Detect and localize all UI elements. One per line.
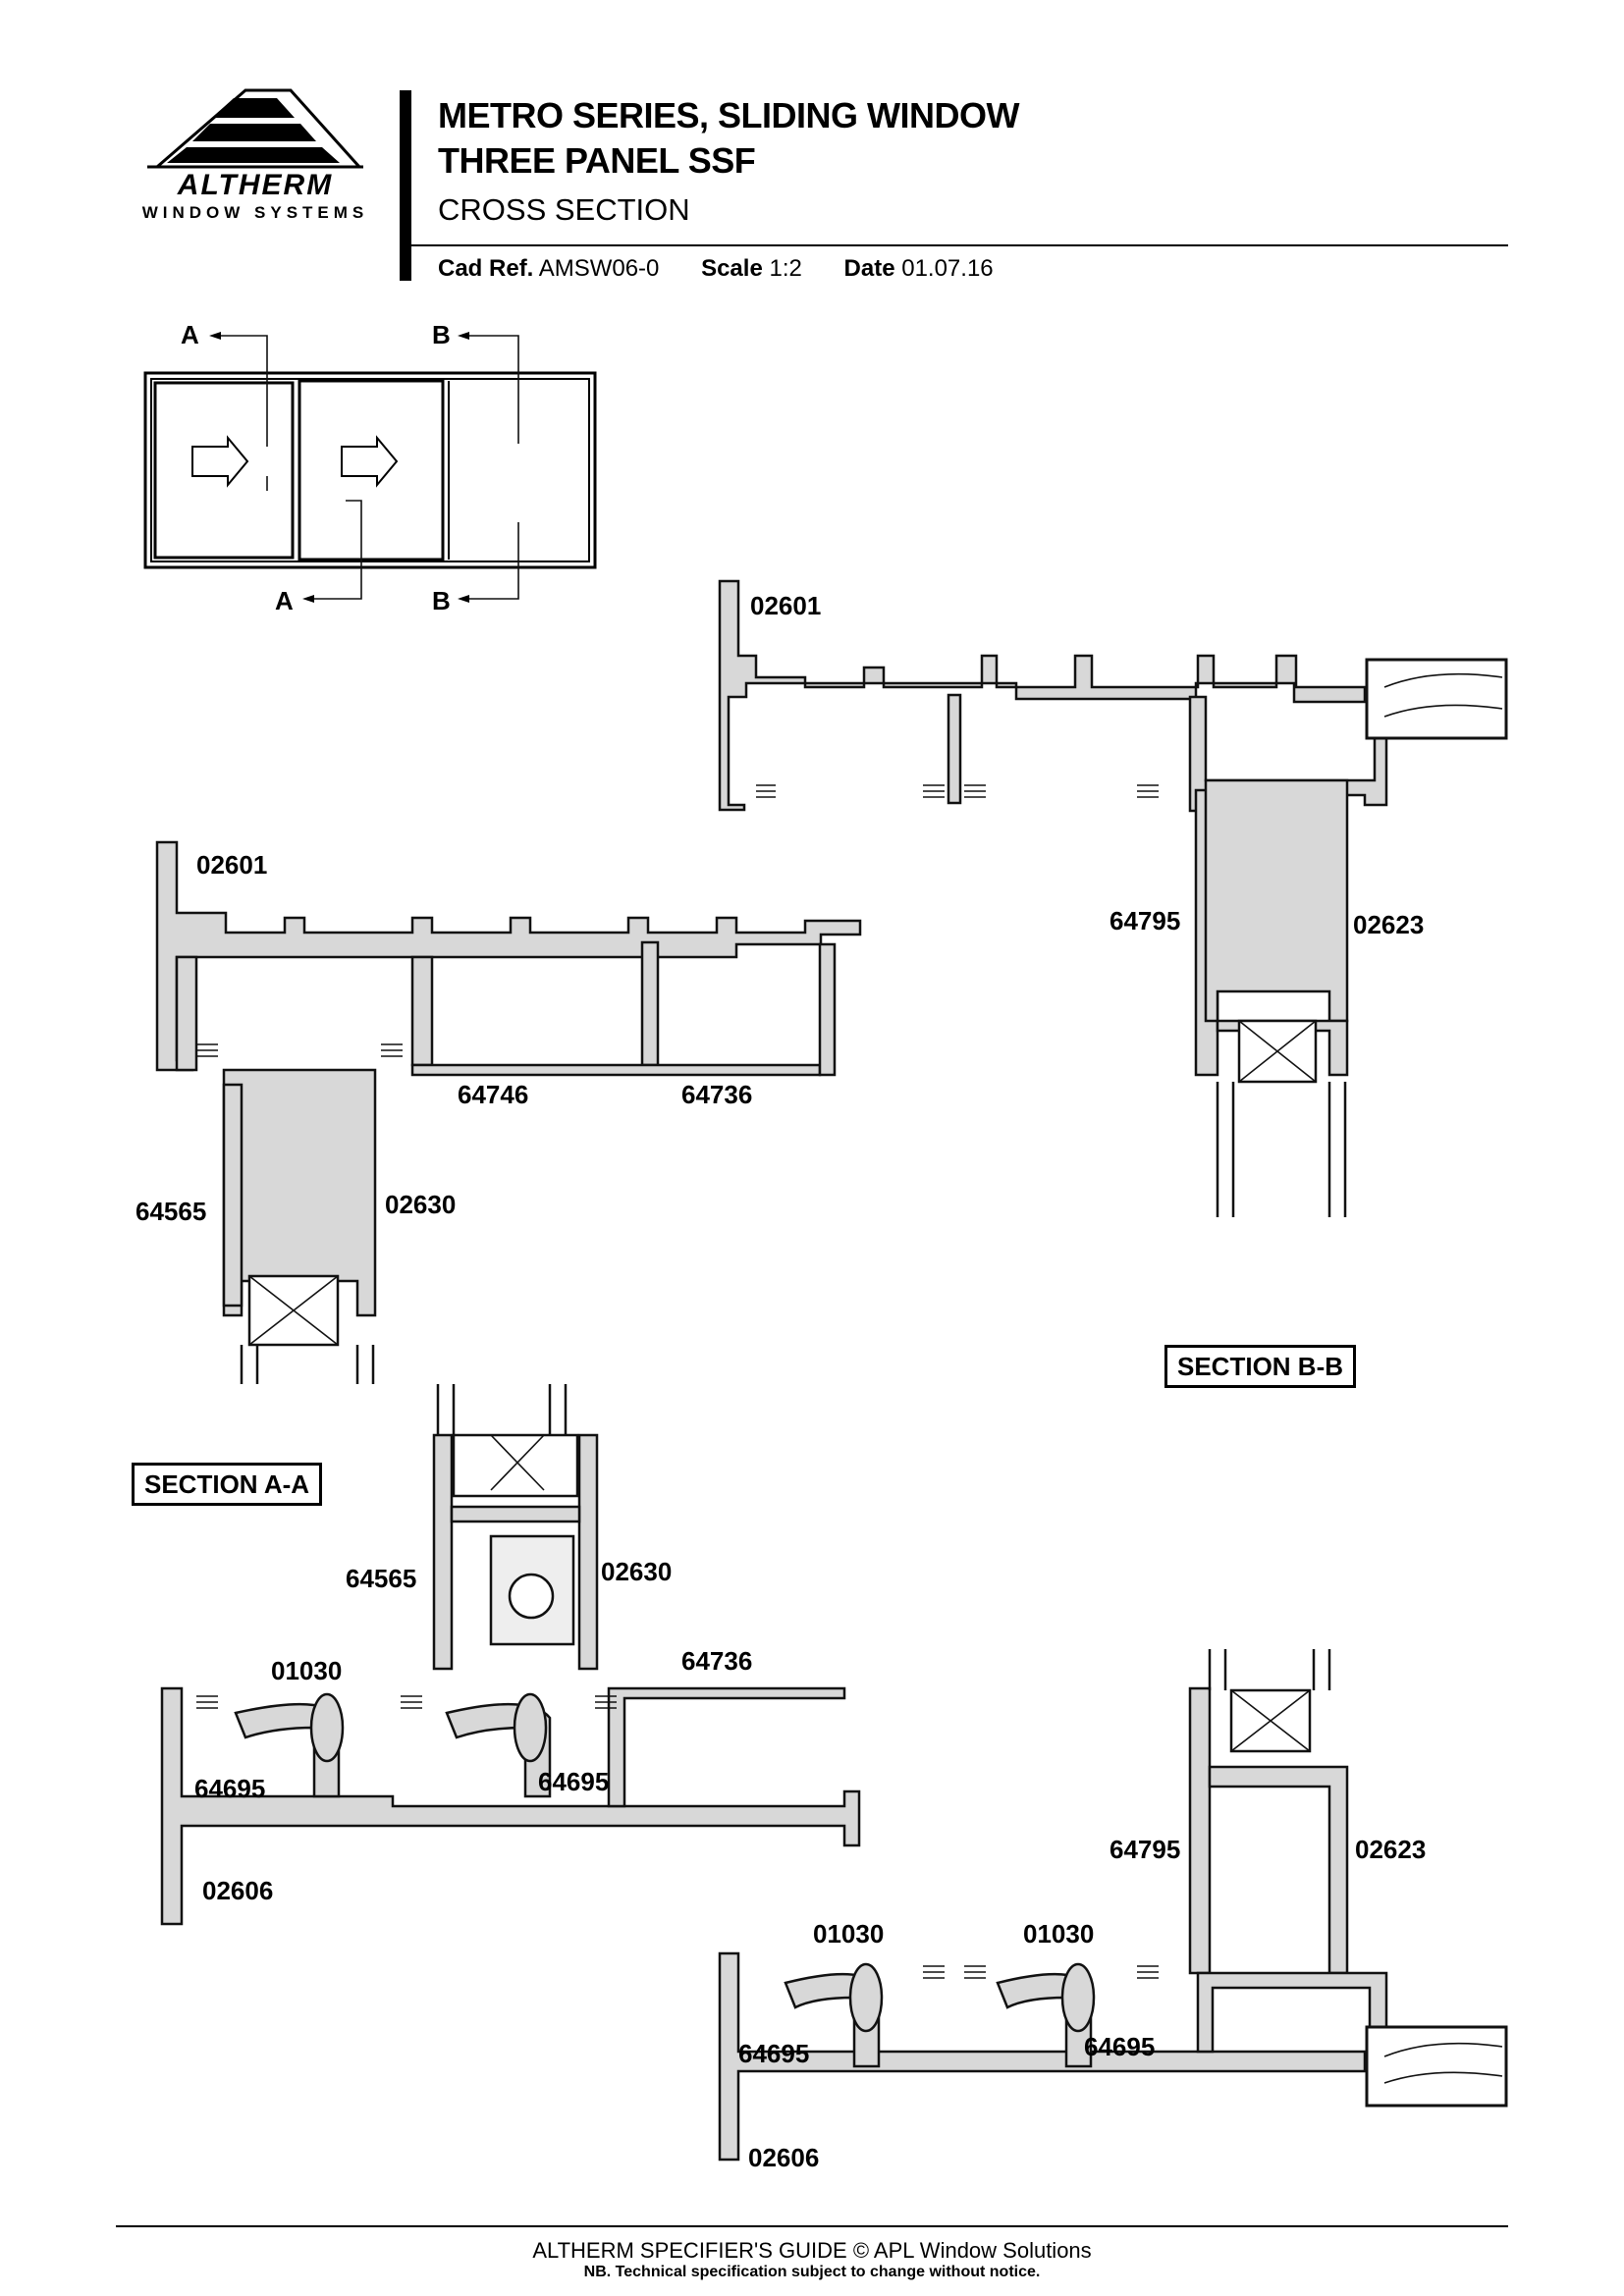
- brand-name: ALTHERM: [177, 169, 334, 201]
- key-marker-b-bottom: B: [432, 586, 451, 615]
- part-label: 01030: [271, 1656, 343, 1685]
- section-aa-tag: SECTION A-A: [132, 1463, 323, 1506]
- title-line-1: METRO SERIES, SLIDING WINDOW: [438, 95, 1020, 135]
- cad-ref-value: AMSW06-0: [538, 255, 660, 282]
- scale-value: 1:2: [769, 255, 802, 282]
- date-label: Date: [843, 255, 895, 282]
- part-label: 64736: [681, 1080, 753, 1109]
- date-value: 01.07.16: [901, 255, 994, 282]
- header-divider-bar: [400, 90, 411, 281]
- part-label: 01030: [1023, 1919, 1095, 1949]
- brand-tagline: WINDOW SYSTEMS: [141, 203, 369, 222]
- part-label: 64565: [346, 1564, 417, 1593]
- part-label: 64795: [1110, 906, 1181, 935]
- part-label: 02630: [385, 1190, 457, 1219]
- key-plan: [143, 332, 597, 603]
- part-label: 64695: [1084, 2032, 1156, 2061]
- part-label: 02606: [202, 1876, 274, 1905]
- part-label: 64795: [1110, 1835, 1181, 1864]
- footer-line-1: ALTHERM SPECIFIER'S GUIDE © APL Window S…: [532, 2238, 1092, 2263]
- cad-ref-label: Cad Ref.: [438, 255, 534, 282]
- title-line-2: THREE PANEL SSF: [438, 140, 756, 181]
- key-marker-a-top: A: [181, 320, 199, 349]
- part-label: 64746: [458, 1080, 529, 1109]
- part-label: 01030: [813, 1919, 885, 1949]
- part-label: 64736: [681, 1646, 753, 1676]
- section-bb-lower: [718, 1649, 1508, 2162]
- part-label: 64695: [194, 1774, 266, 1803]
- part-label: 02601: [750, 591, 822, 620]
- scale-label: Scale: [701, 255, 763, 282]
- footer-line-2: NB. Technical specification subject to c…: [583, 2264, 1041, 2280]
- part-label: 02623: [1353, 910, 1425, 939]
- key-marker-b-top: B: [432, 320, 451, 349]
- part-label: 64695: [538, 1767, 610, 1796]
- section-aa-upper: [155, 840, 862, 1384]
- subtitle: CROSS SECTION: [438, 192, 690, 227]
- key-marker-a-bottom: A: [275, 586, 294, 615]
- section-bb-upper: [718, 579, 1508, 1217]
- part-label: 64695: [738, 2039, 810, 2068]
- part-label: 02623: [1355, 1835, 1427, 1864]
- part-label: 02601: [196, 850, 268, 880]
- part-label: 02630: [601, 1557, 673, 1586]
- slide-arrow-icon: [341, 435, 399, 488]
- meta-row: Cad Ref. AMSW06-0 Scale 1:2 Date 01.07.1…: [438, 255, 994, 283]
- brand-block: ALTHERM WINDOW SYSTEMS: [108, 169, 403, 224]
- altherm-logo: [147, 88, 363, 169]
- section-bb-tag: SECTION B-B: [1164, 1345, 1356, 1388]
- slide-arrow-icon: [191, 435, 249, 488]
- part-label: 64565: [135, 1197, 207, 1226]
- part-label: 02606: [748, 2143, 820, 2172]
- section-aa-lower: [160, 1384, 861, 1926]
